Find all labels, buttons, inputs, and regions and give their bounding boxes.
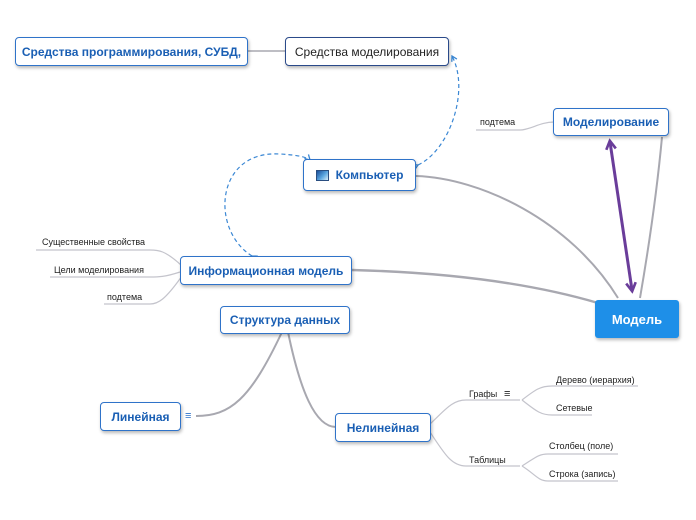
node-computer[interactable]: Компьютер	[303, 159, 416, 191]
subtopic-tables[interactable]: Таблицы	[469, 455, 506, 465]
node-programming-tools[interactable]: Средства программирования, СУБД,	[15, 37, 248, 66]
subtopic-modeling[interactable]: подтема	[480, 117, 516, 127]
sub-line-essential	[36, 249, 183, 267]
node-computer-label: Компьютер	[335, 168, 404, 182]
subtopic-info-model[interactable]: подтема	[107, 292, 143, 302]
subtopic-row[interactable]: Строка (запись)	[549, 469, 616, 479]
relation-computer-tools	[412, 54, 460, 171]
subtopic-tree[interactable]: Дерево (иерархия)	[556, 375, 635, 385]
node-linear[interactable]: Линейная	[100, 402, 181, 431]
sub-line-graphs	[429, 399, 520, 425]
sub-line-goals	[50, 271, 181, 278]
subtopic-graphs[interactable]: Графы	[469, 389, 498, 399]
sub-line-column	[521, 453, 618, 467]
subtopic-essential-properties[interactable]: Существенные свойства	[42, 237, 146, 247]
branch-root-info-model	[351, 268, 599, 305]
relation-info-computer	[224, 153, 311, 262]
relation-root-modeling	[610, 142, 632, 290]
computer-icon	[315, 169, 329, 181]
branch-structure-nonlinear	[287, 331, 337, 428]
node-modeling[interactable]: Моделирование	[553, 108, 669, 136]
sub-line-tables	[429, 431, 520, 467]
branch-root-computer	[415, 175, 619, 299]
node-nonlinear[interactable]: Нелинейная	[335, 413, 431, 442]
node-info-model[interactable]: Информационная модель	[180, 256, 352, 285]
node-modeling-tools[interactable]: Средства моделирования	[285, 37, 449, 66]
node-data-structure[interactable]: Структура данных	[220, 306, 350, 334]
sub-line-network	[521, 399, 592, 416]
notes-icon[interactable]: ≡	[185, 410, 192, 422]
sub-line-modeling	[476, 121, 555, 131]
sub-line-info-sub	[104, 275, 183, 305]
branch-structure-linear	[195, 331, 283, 417]
subtopic-column[interactable]: Столбец (поле)	[549, 441, 614, 451]
sub-line-row	[521, 465, 618, 482]
branch-root-modeling	[639, 136, 663, 299]
subtopic-modeling-goals[interactable]: Цели моделирования	[54, 265, 144, 275]
notes-icon[interactable]: ≡	[504, 388, 511, 400]
sub-line-tree	[521, 385, 638, 401]
subtopic-network[interactable]: Сетевые	[556, 403, 593, 413]
node-root-model[interactable]: Модель	[595, 300, 679, 338]
